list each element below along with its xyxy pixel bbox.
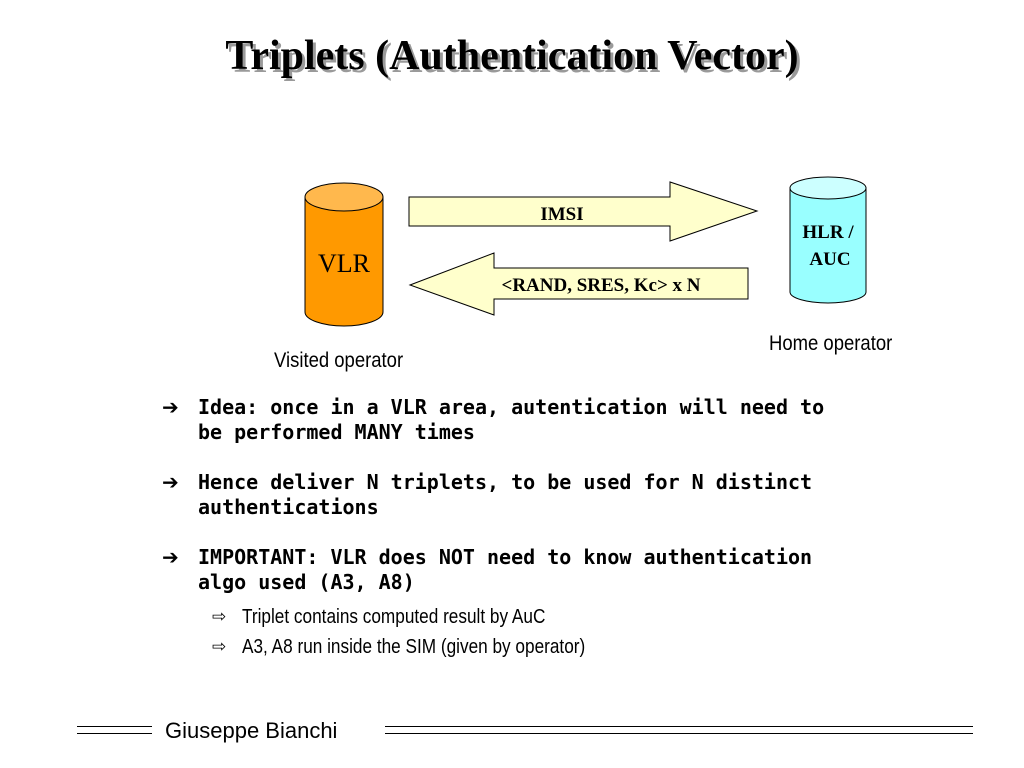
sub-bullet-text: Triplet contains computed result by AuC [242, 606, 546, 628]
triplets-label: <RAND, SRES, Kc> x N [502, 275, 701, 296]
vlr-cylinder: VLR [304, 182, 384, 327]
arrow-right-icon: ➔ [162, 545, 179, 569]
bullet-item: ➔ IMPORTANT: VLR does NOT need to know a… [160, 545, 860, 595]
bullet-text: Hence deliver N triplets, to be used for… [198, 470, 813, 519]
footer-author: Giuseppe Bianchi [165, 718, 338, 743]
bullet-item: ➔ Idea: once in a VLR area, autenticatio… [160, 395, 860, 445]
hlr-auc-cylinder: HLR / AUC [789, 176, 867, 304]
vlr-label: VLR [318, 249, 371, 278]
bullet-item: ➔ Hence deliver N triplets, to be used f… [160, 470, 860, 520]
imsi-arrow: IMSI [408, 181, 759, 242]
bullet-list: ➔ Idea: once in a VLR area, autenticatio… [160, 395, 860, 662]
imsi-label: IMSI [540, 204, 583, 225]
sub-bullet-text: A3, A8 run inside the SIM (given by oper… [242, 636, 586, 658]
sub-bullet-list: ⇨ Triplet contains computed result by Au… [160, 602, 860, 662]
authentication-diagram: VLR HLR / AUC IMSI <RAND, SRES, Kc> x N [304, 176, 867, 327]
triplets-response-arrow: <RAND, SRES, Kc> x N [408, 252, 749, 316]
hlr-label-line1: HLR / [802, 222, 854, 243]
footer-divider-left [77, 726, 152, 734]
home-operator-caption: Home operator [769, 332, 893, 355]
slide-title: Triplets (Authentication Vector) [225, 33, 799, 79]
arrow-right-icon: ➔ [162, 395, 179, 419]
bullet-text: IMPORTANT: VLR does NOT need to know aut… [198, 545, 813, 594]
arrow-right-icon: ➔ [162, 470, 179, 494]
hlr-label-line2: AUC [809, 249, 850, 270]
sub-bullet-item: ⇨ Triplet contains computed result by Au… [160, 602, 860, 632]
hollow-arrow-icon: ⇨ [212, 607, 227, 627]
sub-bullet-item: ⇨ A3, A8 run inside the SIM (given by op… [160, 632, 860, 662]
footer-divider-right [385, 726, 973, 734]
hollow-arrow-icon: ⇨ [212, 637, 227, 657]
visited-operator-caption: Visited operator [274, 349, 404, 372]
bullet-text: Idea: once in a VLR area, autentication … [198, 395, 825, 444]
